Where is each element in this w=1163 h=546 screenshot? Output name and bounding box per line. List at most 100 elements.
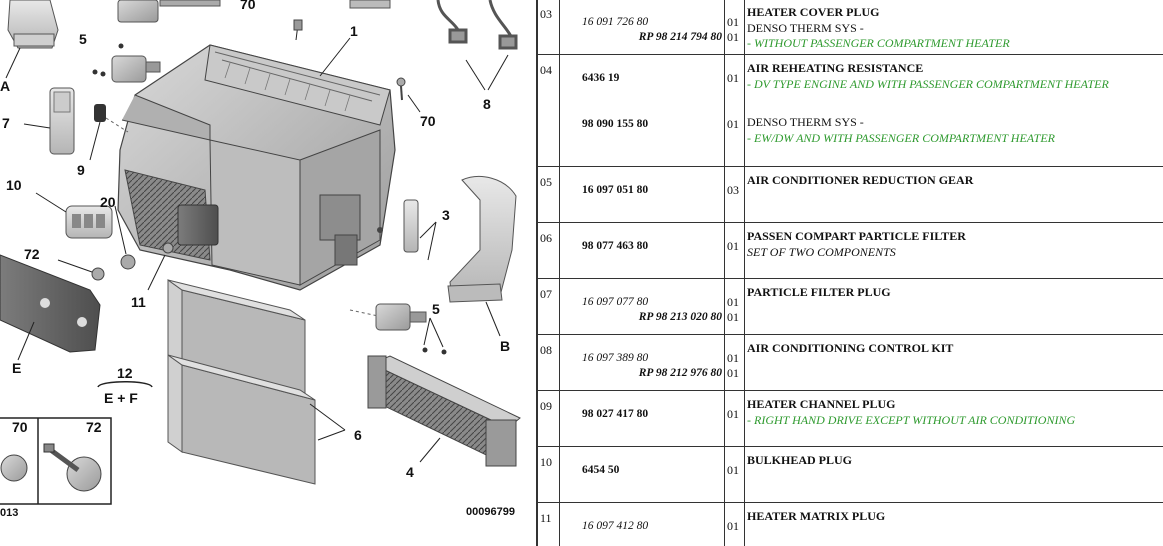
quantity-cell: 01 [724, 446, 745, 503]
heater-matrix-part-4 [367, 355, 521, 467]
row-number: 10 [537, 446, 560, 503]
callout-a: A [0, 78, 10, 94]
applicability-note: - EW/DW AND WITH PASSENGER COMPARTMENT H… [747, 130, 1055, 145]
row-number: 06 [537, 222, 560, 279]
part-reference[interactable]: RP 98 213 020 80 [638, 311, 722, 323]
particle-filter-part-6 [167, 279, 316, 485]
applicability-note: - RIGHT HAND DRIVE EXCEPT WITHOUT AIR CO… [747, 412, 1076, 427]
duct-part-b [447, 176, 517, 303]
quantity-value: 01 [727, 350, 739, 365]
part-reference[interactable]: 6436 19 [582, 71, 620, 84]
quantity-value: 01 [727, 70, 739, 85]
callout-e: E [12, 360, 21, 376]
quantity-value: 01 [727, 518, 739, 533]
callout-9: 9 [77, 162, 85, 178]
part-reference[interactable]: 16 097 389 80 [582, 351, 649, 364]
part-reference-cell: 16 091 726 80 RP 98 214 794 80 [559, 0, 725, 55]
inset-label-72: 72 [86, 419, 102, 435]
quantity-value: 01 [727, 406, 739, 421]
table-row[interactable]: 09 98 027 417 80 01 HEATER CHANNEL PLUG- RI… [537, 390, 1163, 447]
quantity-cell: 01 [724, 502, 745, 546]
description-cell: PARTICLE FILTER PLUG [744, 278, 1163, 335]
part-reference[interactable]: 16 097 051 80 [582, 183, 649, 196]
part-reference-cell: 6436 19 98 090 155 80 [559, 54, 725, 167]
part-remark: SET OF TWO COMPONENTS [747, 244, 896, 259]
description-cell: HEATER CHANNEL PLUG- RIGHT HAND DRIVE EX… [744, 390, 1163, 447]
exploded-parts-diagram: 1 3 4 5 5 6 7 8 9 10 11 12 20 70 70 72 A… [0, 0, 535, 546]
quantity-value: 01 [727, 310, 739, 324]
duct-part-a [7, 0, 59, 49]
table-row[interactable]: 05 16 097 051 80 03 AIR CONDITIONER REDUCTI… [537, 166, 1163, 223]
part-reference[interactable]: 98 077 463 80 [582, 239, 649, 252]
connector-part-5-lower [375, 303, 447, 355]
callout-70-top: 70 [240, 0, 256, 12]
description-cell: AIR CONDITIONING CONTROL KIT [744, 334, 1163, 391]
table-row[interactable]: 06 98 077 463 80 01 PASSEN COMPART PARTICLE… [537, 222, 1163, 279]
row-number: 11 [537, 502, 560, 546]
inset-partial-text: 013 [0, 507, 18, 519]
callout-1: 1 [350, 23, 358, 39]
applicability-note: - WITHOUT PASSENGER COMPARTMENT HEATER [747, 36, 1010, 50]
part-reference-cell: 98 077 463 80 [559, 222, 725, 279]
part-reference[interactable]: 16 097 412 80 [582, 519, 649, 532]
description-cell: HEATER MATRIX PLUG [744, 502, 1163, 546]
part-reference[interactable]: RP 98 214 794 80 [638, 31, 722, 43]
hvac-exploded-illustration: 1 3 4 5 5 6 7 8 9 10 11 12 20 70 70 72 A… [0, 0, 521, 519]
quantity-value: 01 [727, 462, 739, 477]
callout-3: 3 [442, 207, 450, 223]
hvac-main-housing-part-1 [117, 44, 396, 291]
quantity-value: 01 [727, 238, 739, 253]
callout-72: 72 [24, 246, 40, 262]
quantity-cell: 01 [724, 222, 745, 279]
row-number: 09 [537, 390, 560, 447]
part-title: AIR REHEATING RESISTANCE [747, 61, 924, 75]
callout-11: 11 [131, 294, 146, 310]
fastener-inset [0, 417, 112, 505]
description-cell: BULKHEAD PLUG [744, 446, 1163, 503]
part-reference[interactable]: RP 98 212 976 80 [638, 367, 722, 379]
quantity-value: 01 [727, 14, 739, 29]
part-reference[interactable]: 98 027 417 80 [582, 407, 649, 420]
table-row[interactable]: 10 6454 50 01 BULKHEAD PLUG [537, 446, 1163, 503]
part-reference[interactable]: 98 090 155 80 [582, 118, 649, 130]
callout-5-upper: 5 [79, 31, 87, 47]
group-label-e-f: E + F [104, 390, 138, 406]
part-reference[interactable]: 16 091 726 80 [582, 15, 649, 28]
description-cell: AIR CONDITIONER REDUCTION GEAR [744, 166, 1163, 223]
quantity-cell: 03 [724, 166, 745, 223]
cover-plug-part-7 [49, 87, 75, 155]
part-reference-cell: 16 097 389 80 RP 98 212 976 80 [559, 334, 725, 391]
applicability-note: - DV TYPE ENGINE AND WITH PASSENGER COMP… [747, 76, 1109, 91]
callout-8: 8 [483, 96, 491, 112]
callout-7: 7 [2, 115, 10, 131]
quantity-cell: 01 [724, 390, 745, 447]
part-reference[interactable]: 16 097 077 80 [582, 295, 649, 308]
quantity-value: 01 [727, 30, 739, 44]
quantity-value: 01 [727, 294, 739, 309]
row-number: 03 [537, 0, 560, 55]
description-cell: AIR REHEATING RESISTANCE- DV TYPE ENGINE… [744, 54, 1163, 167]
wiring-harness-part-8 [436, 0, 518, 50]
part-reference-cell: 16 097 077 80 RP 98 213 020 80 [559, 278, 725, 335]
table-row[interactable]: 11 16 097 412 80 01 HEATER MATRIX PLUG [537, 502, 1163, 546]
row-number: 05 [537, 166, 560, 223]
quantity-value: 03 [727, 182, 739, 197]
quantity-value: 01 [727, 117, 739, 131]
callout-20: 20 [100, 194, 116, 210]
part-reference[interactable]: 6454 50 [582, 463, 620, 476]
row-number: 08 [537, 334, 560, 391]
part-title: BULKHEAD PLUG [747, 453, 853, 467]
callout-4: 4 [406, 464, 414, 480]
supplier-name: DENSO THERM SYS - [747, 20, 864, 35]
connector-part-5-upper [92, 43, 161, 83]
inset-label-70: 70 [12, 419, 28, 435]
